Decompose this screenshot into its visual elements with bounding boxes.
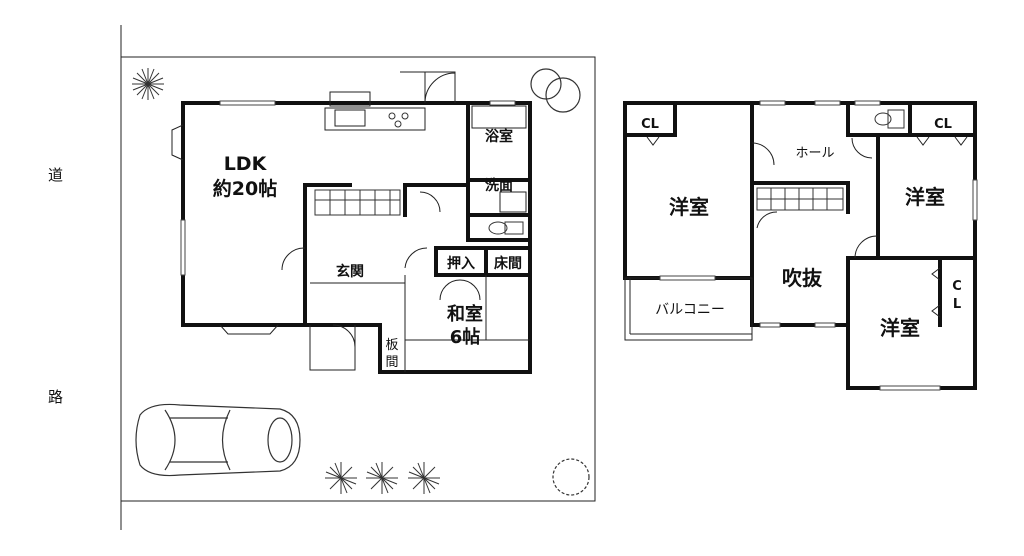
- window: [180, 219, 186, 276]
- toilet-icon: [488, 221, 524, 235]
- shrub-icon: [530, 68, 581, 113]
- balcony-label: バルコニー: [655, 302, 725, 318]
- closet-door: [931, 267, 941, 318]
- itama-label-1: 板: [385, 338, 398, 353]
- road-label-2: 路: [48, 388, 63, 406]
- closet-door: [646, 136, 660, 146]
- shrub-icon: [552, 458, 590, 496]
- floor-1: LDK 約20帖 浴室 洗面 玄関 押入 床間 和室 6帖 板 間: [171, 71, 532, 374]
- window: [814, 322, 836, 328]
- sliding-door: [439, 279, 481, 301]
- kitchen-counter: [324, 107, 426, 131]
- stove-icon: [388, 112, 409, 128]
- cl-right-label: CL: [934, 117, 952, 132]
- ldk-size-label: 約20帖: [213, 177, 277, 200]
- door: [751, 142, 775, 166]
- cl-vertical-label-2: L: [953, 297, 961, 312]
- window: [759, 322, 781, 328]
- sink-icon: [499, 191, 527, 213]
- bay-window: [219, 324, 279, 335]
- window: [879, 385, 941, 391]
- window: [814, 100, 841, 106]
- door: [419, 191, 441, 213]
- youshitsu-right-label: 洋室: [905, 185, 945, 209]
- road-label-1: 道: [48, 166, 63, 184]
- car-icon: [135, 403, 301, 477]
- door: [756, 211, 778, 229]
- ldk-label: LDK: [224, 153, 268, 175]
- alcove-label: 床間: [494, 255, 522, 272]
- itama-label-2: 間: [385, 355, 398, 370]
- entry-door: [309, 324, 356, 371]
- washitsu-label: 和室: [447, 303, 483, 325]
- door: [281, 247, 306, 271]
- tree-icon: [325, 462, 440, 494]
- entry-porch: [400, 71, 426, 103]
- window: [659, 275, 716, 281]
- stairs-icon: [314, 189, 401, 216]
- washroom-label: 洗面: [485, 177, 513, 194]
- cl-vertical-label-1: C: [952, 279, 962, 294]
- entrance-label: 玄関: [336, 263, 364, 280]
- closet-label: 押入: [447, 255, 475, 272]
- door: [404, 247, 428, 269]
- window: [854, 100, 881, 106]
- window: [972, 179, 978, 221]
- window: [219, 100, 276, 106]
- youshitsu-bottom-label: 洋室: [880, 316, 920, 340]
- site: 道 路: [48, 25, 596, 530]
- bathtub-icon: [471, 105, 527, 129]
- stairs-icon: [756, 187, 844, 211]
- door: [424, 71, 456, 104]
- washitsu-size-label: 6帖: [450, 326, 481, 348]
- range-hood: [329, 91, 371, 107]
- floor-2: CL ホール CL 洋室 洋室 吹抜 C L バルコニー 洋室: [623, 100, 978, 391]
- door: [854, 235, 878, 259]
- cl-left-label: CL: [641, 117, 659, 132]
- sink-icon: [334, 109, 366, 127]
- hall-label: ホール: [795, 146, 834, 161]
- door: [851, 137, 873, 159]
- toilet-icon: [874, 109, 905, 129]
- fukinuke-label: 吹抜: [782, 266, 823, 290]
- youshitsu-left-label: 洋室: [669, 195, 709, 219]
- closet-door: [916, 136, 968, 146]
- bay-window: [171, 124, 184, 161]
- window: [489, 100, 516, 106]
- bath-label: 浴室: [485, 128, 513, 145]
- window: [759, 100, 786, 106]
- lot-boundary: [120, 56, 596, 502]
- tree-icon: [132, 68, 164, 100]
